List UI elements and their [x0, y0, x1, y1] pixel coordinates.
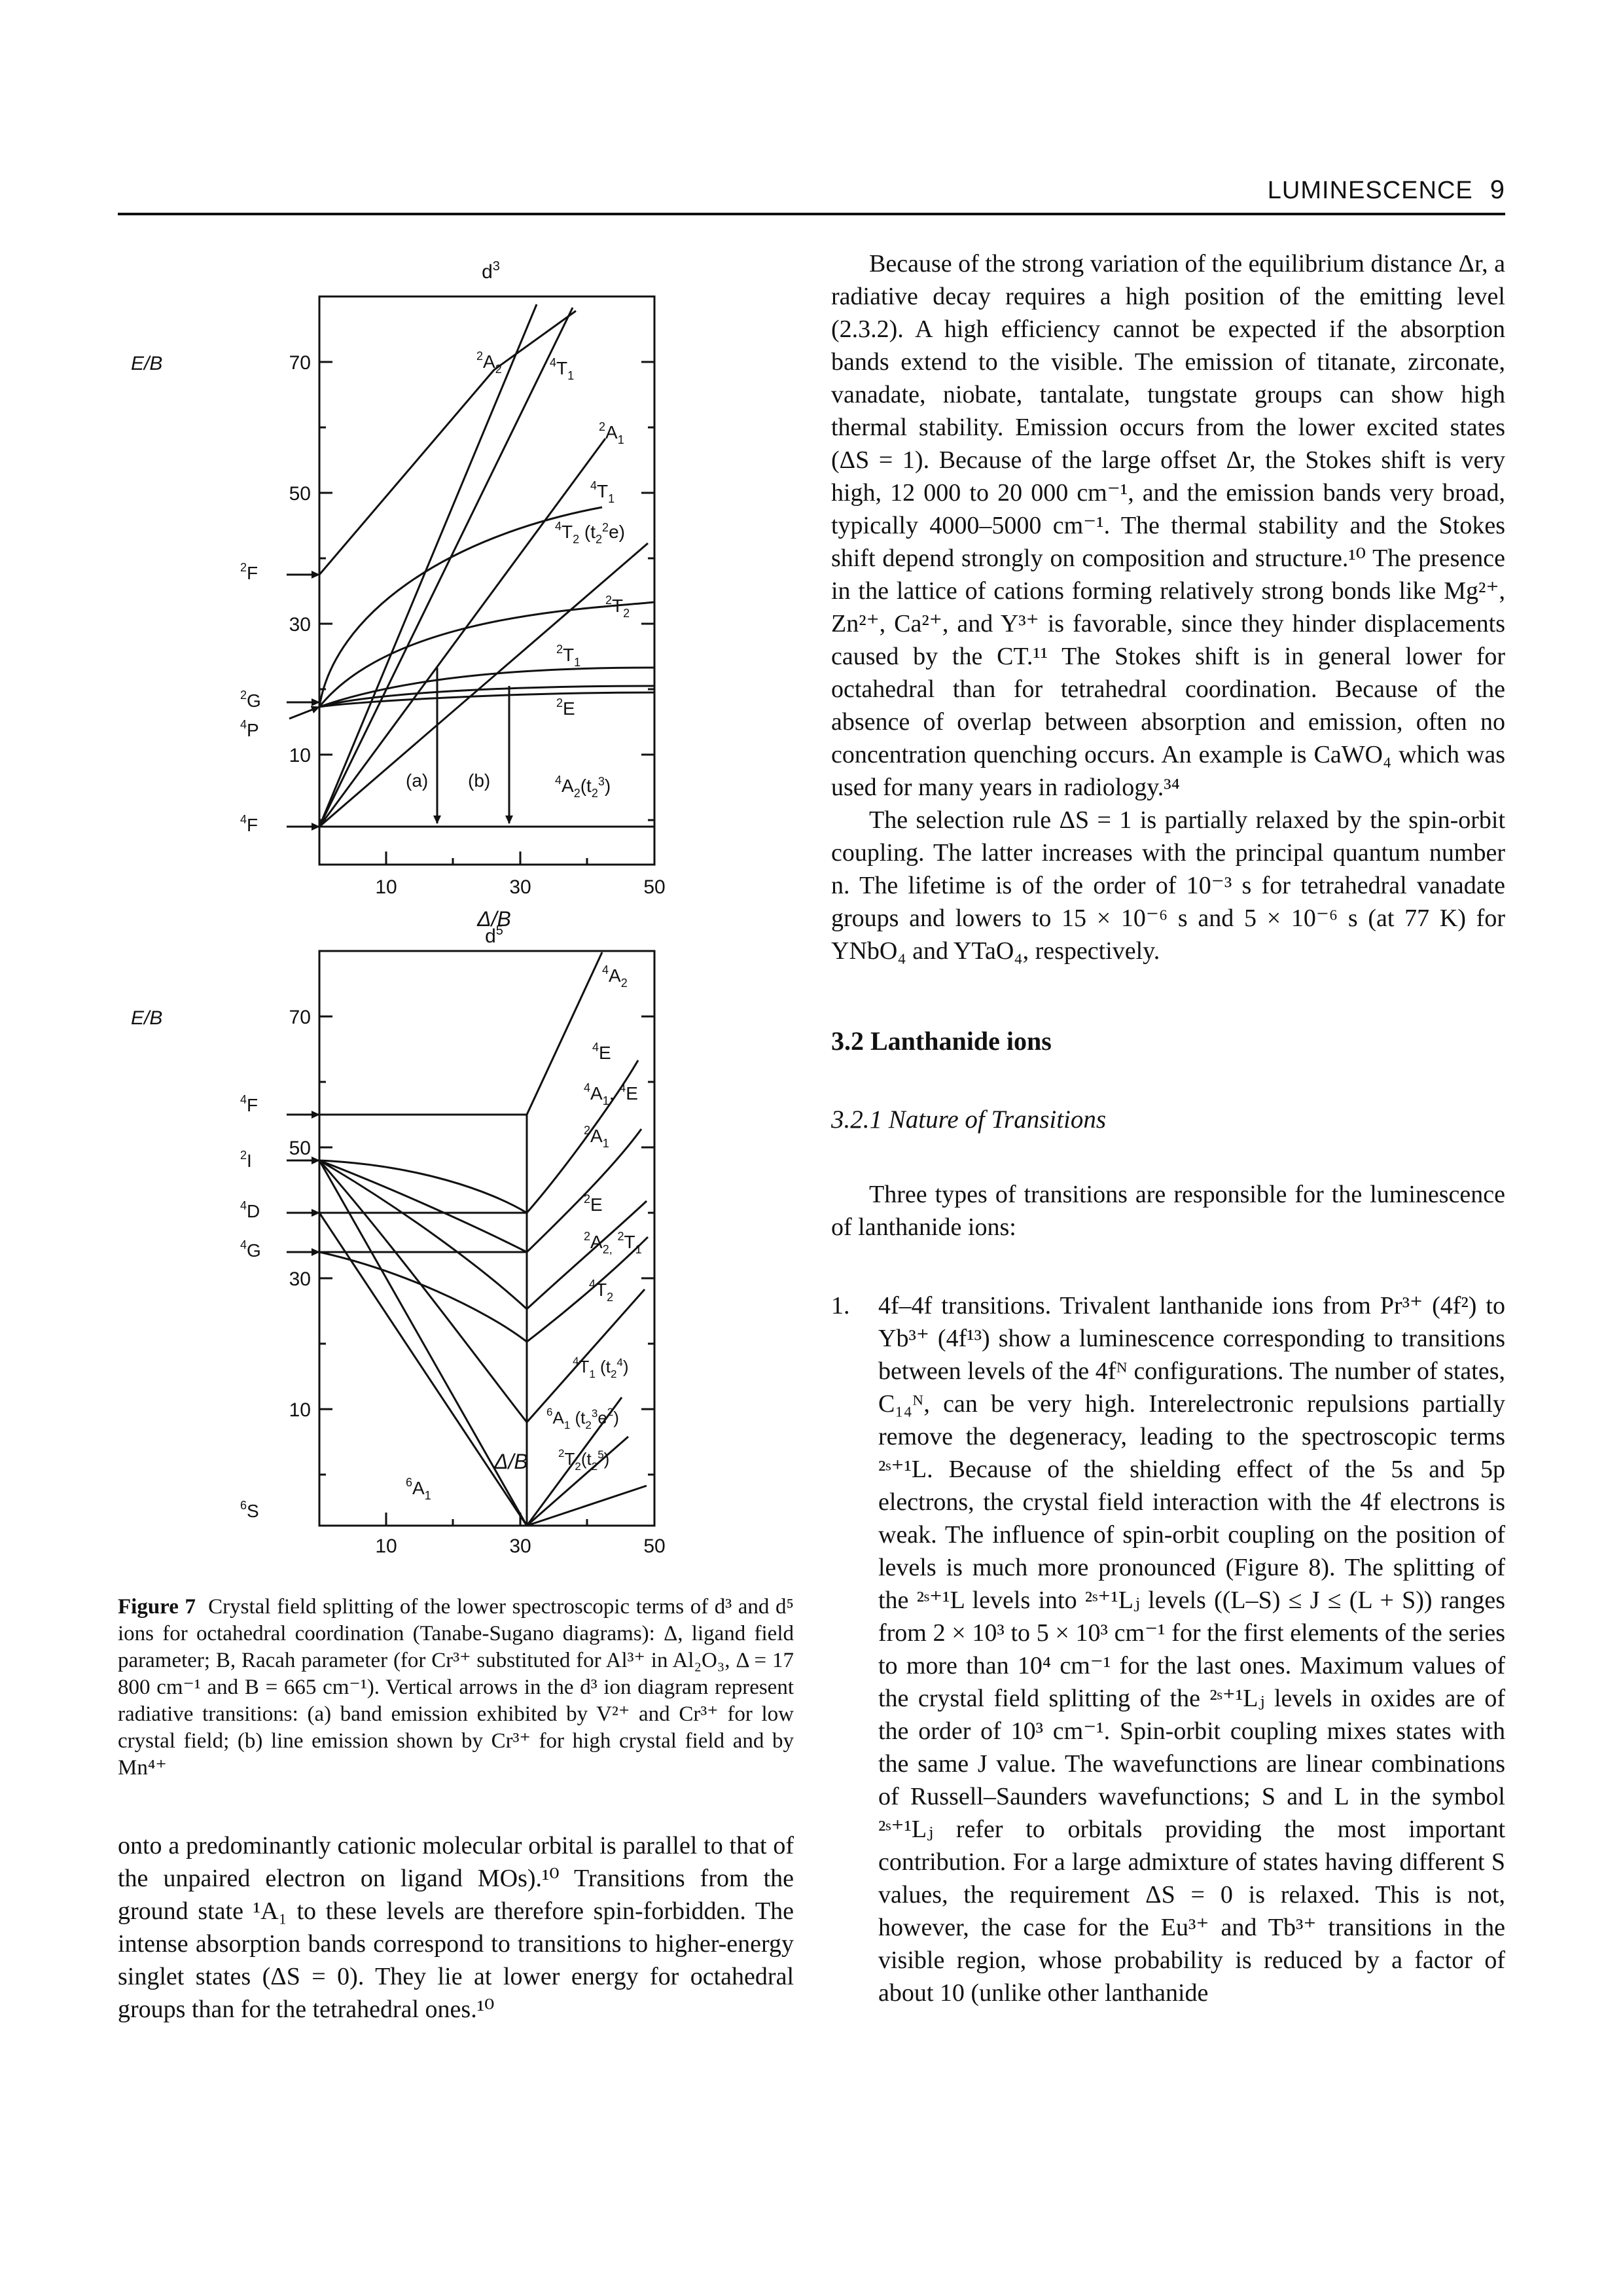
right-column: Because of the strong variation of the e…: [831, 247, 1505, 2009]
left-column-paragraph: onto a predominantly cationic molecular …: [118, 1832, 794, 2023]
d3-x-axis-label: Δ/B: [476, 907, 511, 931]
d5-y-tick-label: 50: [289, 1138, 311, 1159]
d5-y-tick-label: 30: [289, 1268, 311, 1290]
d3-term-4P: 4P: [240, 718, 259, 740]
d5-y-tick-label: 10: [289, 1399, 311, 1421]
d3-x-tick-label: 30: [509, 876, 531, 898]
paragraph-emission-groups: Because of the strong variation of the e…: [831, 250, 1505, 801]
d5-x-tick-label: 30: [509, 1535, 531, 1557]
d3-label-2A1: 2A1: [599, 420, 624, 446]
d5-x-tick-marks: [385, 1513, 588, 1526]
d3-term-4F: 4F: [240, 813, 258, 835]
d5-diagram: d5 E/B 70 50 30 10 10 30 50 4F: [131, 924, 666, 1557]
d3-arrow-label-b: (b): [468, 770, 490, 791]
d3-label-4A2-t23: 4A2(t23): [555, 774, 611, 800]
figure-label: Figure 7: [118, 1595, 196, 1619]
d5-plot-frame: [318, 950, 656, 1527]
running-header-title: LUMINESCENCE: [1267, 177, 1473, 204]
d5-term-2I: 2I: [240, 1149, 252, 1171]
d3-x-tick-label: 50: [643, 876, 665, 898]
d5-y-axis-label: E/B: [131, 1007, 162, 1029]
d3-label-2E: 2E: [556, 696, 575, 719]
d5-x-axis-label: Δ/B: [494, 1450, 528, 1473]
figure-7-tanabe-sugano-diagrams: d3 E/B 70 50 30 10 10 30 50 Δ/B: [131, 259, 666, 1557]
d5-label-2A2-2T1: 2A2, 2T1: [584, 1230, 642, 1256]
d5-label-4A2: 4A2: [602, 963, 628, 990]
list-item: 1. 4f–4f transitions. Trivalent lanthani…: [831, 1289, 1505, 2009]
d5-label-2T2-t25: 2T2(t25): [558, 1447, 609, 1473]
d5-label-4T2: 4T2: [589, 1278, 613, 1304]
d3-y-tick-label: 30: [289, 614, 311, 636]
d5-x-tick-label: 50: [643, 1535, 665, 1557]
d3-label-4T1-upper: 4T1: [590, 479, 615, 505]
d3-y-tick-label: 10: [289, 745, 311, 766]
d5-label-4E: 4E: [592, 1041, 611, 1063]
d3-diagram: d3 E/B 70 50 30 10 10 30 50 Δ/B: [131, 259, 666, 931]
d3-label-4T1: 4T1: [550, 356, 574, 382]
left-column: onto a predominantly cationic molecular …: [118, 1829, 794, 2026]
d3-term-2F: 2F: [240, 561, 258, 583]
d3-term-arrows: [287, 571, 320, 831]
d5-label-2E: 2E: [584, 1193, 603, 1215]
d5-term-arrows: [287, 1111, 320, 1256]
d3-y-tick-label: 70: [289, 352, 311, 374]
d3-label-4T2-t22e: 4T2 (t22e): [555, 520, 625, 546]
d5-y-tick-marks: [319, 1015, 654, 1476]
d5-label-4A1-4E: 4A1, 4E: [584, 1081, 638, 1107]
d5-term-6S: 6S: [240, 1499, 259, 1521]
list-item-text: 4f–4f transitions. Trivalent lanthanide …: [878, 1292, 1505, 2007]
d3-plot-frame: [318, 295, 656, 866]
paragraph-transition-types: Three types of transitions are responsib…: [831, 1181, 1505, 1241]
paragraph-selection-rule: The selection rule ΔS = 1 is partially r…: [831, 806, 1505, 965]
d5-y-tick-label: 70: [289, 1007, 311, 1028]
d3-arrow-label-a: (a): [406, 770, 428, 791]
page-number: 9: [1489, 175, 1505, 204]
d5-energy-curves: [318, 952, 649, 1527]
d3-label-2A2: 2A2: [476, 350, 502, 376]
d3-y-tick-label: 50: [289, 483, 311, 505]
header-rule: [118, 213, 1505, 215]
d5-label-6A1-t23e2: 6A1 (t23e2): [546, 1406, 619, 1431]
d3-energy-curves: [318, 304, 655, 828]
d3-label-2T2: 2T2: [605, 594, 630, 620]
d5-label-2A1: 2A1: [584, 1124, 609, 1150]
d3-transition-arrows: [433, 668, 513, 824]
d5-term-4G: 4G: [240, 1238, 261, 1261]
d3-label-2T1: 2T1: [556, 643, 580, 669]
section-heading: 3.2 Lanthanide ions: [831, 1026, 1052, 1056]
d5-term-4D: 4D: [240, 1199, 260, 1221]
d5-label-4T1-t24: 4T1 (t24): [573, 1355, 629, 1380]
figure-caption: Figure 7 Crystal field splitting of the …: [118, 1594, 794, 1782]
d5-x-tick-label: 10: [375, 1535, 397, 1557]
subsection-heading: 3.2.1 Nature of Transitions: [831, 1105, 1107, 1134]
running-header: LUMINESCENCE 9: [118, 175, 1505, 205]
d5-term-4F: 4F: [240, 1093, 258, 1115]
d3-x-tick-label: 10: [375, 876, 397, 898]
d3-diagram-title: d3: [482, 259, 500, 283]
list-item-number: 1.: [831, 1292, 850, 1319]
d5-label-6A1: 6A1: [406, 1476, 431, 1502]
d3-term-2G: 2G: [240, 689, 261, 711]
d5-diagram-title: d5: [485, 924, 503, 947]
d3-y-axis-label: E/B: [131, 353, 162, 374]
figure-caption-text: Crystal field splitting of the lower spe…: [118, 1595, 794, 1780]
d3-x-tick-marks: [385, 852, 588, 865]
